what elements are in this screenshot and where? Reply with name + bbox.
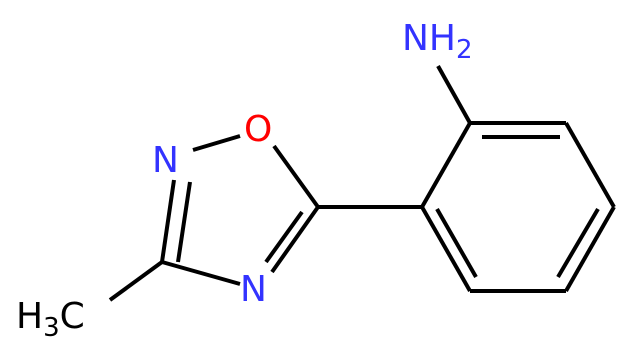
ring-n-bottom-label: N bbox=[240, 269, 267, 310]
bond-c5-o1 bbox=[272, 144, 320, 209]
oxygen-label: O bbox=[244, 109, 272, 150]
methyl-sub: 3 bbox=[43, 313, 60, 343]
bond-c5-n4 bbox=[270, 205, 320, 274]
amine-sub: 2 bbox=[456, 35, 473, 65]
ring-n-top-label: N bbox=[152, 140, 179, 181]
amine-label: NH2 bbox=[402, 18, 473, 65]
oxadiazole-ring bbox=[160, 134, 320, 286]
bond-benzene-inner-2 bbox=[556, 207, 600, 279]
bond-o1-n2 bbox=[192, 134, 241, 152]
bond-benzene-2 bbox=[564, 122, 616, 208]
methyl-pre: H bbox=[16, 296, 43, 337]
bond-benzene-3 bbox=[564, 206, 616, 292]
benzene-ring bbox=[420, 121, 616, 293]
bond-benzene-5 bbox=[420, 206, 472, 292]
bond-c5-n4-inner bbox=[264, 210, 304, 264]
amine-main: NH bbox=[402, 18, 456, 59]
methyl-post: C bbox=[60, 296, 85, 337]
bond-benzene-inner-3 bbox=[435, 208, 478, 278]
bond-amine bbox=[436, 65, 472, 124]
bond-benzene-6 bbox=[420, 122, 472, 208]
bond-n2-c3-inner bbox=[176, 181, 192, 263]
methyl-label: H3C bbox=[16, 296, 85, 343]
bond-methyl bbox=[108, 260, 164, 302]
bond-c3-n4 bbox=[161, 260, 241, 286]
bond-n2-c3 bbox=[160, 179, 176, 263]
